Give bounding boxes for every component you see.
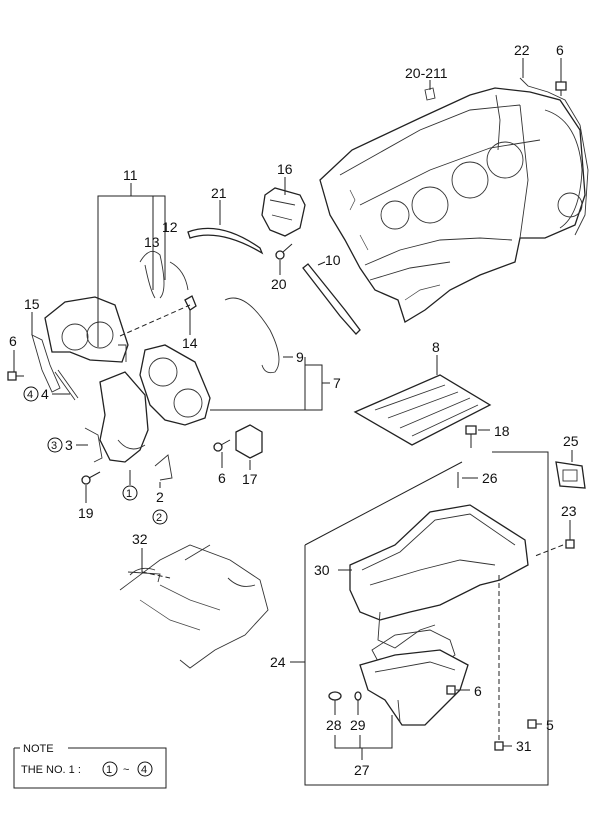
callout-20: 20 bbox=[271, 276, 287, 292]
gasket-15 bbox=[31, 334, 61, 393]
callout-3: 3 bbox=[65, 437, 73, 453]
callout-29: 29 bbox=[350, 717, 366, 733]
belt-13 bbox=[139, 250, 165, 299]
callout-23: 23 bbox=[561, 503, 577, 519]
gasket-22 bbox=[519, 77, 589, 236]
note-box: NOTE THE NO. 1 : 1 ~ 4 bbox=[13, 743, 167, 789]
bolt-31 bbox=[494, 741, 504, 751]
note-text: THE NO. 1 : bbox=[21, 764, 81, 776]
bolt-20 bbox=[275, 243, 293, 260]
circled-3: 3 bbox=[47, 437, 63, 453]
belt-9 bbox=[224, 297, 280, 374]
rod-4 bbox=[54, 369, 79, 401]
callout-24: 24 bbox=[270, 654, 286, 670]
callout-30: 30 bbox=[314, 562, 330, 578]
callout-12: 12 bbox=[162, 219, 178, 235]
baffle-plate-8 bbox=[353, 374, 492, 446]
callout-20-211: 20-211 bbox=[405, 65, 448, 81]
clip-14 bbox=[184, 295, 197, 311]
bolt-6-left bbox=[7, 371, 24, 381]
callout-27: 27 bbox=[354, 762, 370, 778]
crankcase-section-32 bbox=[119, 544, 269, 669]
note-range-sep: ~ bbox=[123, 764, 129, 776]
callout-7: 7 bbox=[333, 375, 341, 391]
washer-29 bbox=[354, 691, 362, 701]
svg-text:4: 4 bbox=[141, 764, 147, 776]
callout-22: 22 bbox=[514, 42, 530, 58]
callout-26: 26 bbox=[482, 470, 498, 486]
callout-9: 9 bbox=[296, 349, 304, 365]
callout-32: 32 bbox=[132, 531, 148, 547]
svg-text:1: 1 bbox=[106, 764, 112, 776]
callout-2: 2 bbox=[156, 489, 164, 505]
upper-oil-pan-30 bbox=[349, 504, 529, 649]
leader-lines bbox=[13, 58, 573, 760]
callout-14: 14 bbox=[182, 335, 198, 351]
bolt-6-top bbox=[555, 81, 567, 96]
seal-3 bbox=[84, 427, 103, 463]
bolt-19 bbox=[81, 471, 101, 485]
drain-plug-28 bbox=[328, 691, 342, 701]
callout-6: 6 bbox=[218, 470, 226, 486]
callout-6: 6 bbox=[474, 683, 482, 699]
callout-11: 11 bbox=[123, 167, 138, 183]
callout-28: 28 bbox=[326, 717, 342, 733]
callout-15: 15 bbox=[24, 296, 40, 312]
svg-text:3: 3 bbox=[51, 440, 57, 452]
circled-callouts: 4 3 1 2 bbox=[23, 386, 168, 525]
callout-25: 25 bbox=[563, 433, 579, 449]
engine-block bbox=[319, 87, 586, 323]
callout-17: 17 bbox=[242, 471, 258, 487]
cover-plate-25 bbox=[555, 461, 586, 489]
callout-21: 21 bbox=[211, 185, 227, 201]
bracket-17 bbox=[235, 424, 263, 459]
callout-13: 13 bbox=[144, 234, 160, 250]
svg-text:1: 1 bbox=[126, 488, 132, 500]
callout-31: 31 bbox=[516, 738, 532, 754]
callout-6: 6 bbox=[556, 42, 564, 58]
circled-1: 1 bbox=[122, 485, 138, 501]
middle-timing-cover bbox=[99, 371, 149, 463]
callout-labels: 22 6 20-211 16 11 21 12 13 10 20 15 14 6… bbox=[9, 42, 579, 778]
note-title: NOTE bbox=[23, 743, 54, 755]
circled-4: 4 bbox=[23, 386, 39, 402]
oil-pan-group-frame bbox=[304, 451, 549, 786]
callout-4: 4 bbox=[41, 386, 49, 402]
callout-5: 5 bbox=[546, 717, 554, 733]
lower-timing-cover-7 bbox=[139, 344, 211, 426]
callout-6: 6 bbox=[9, 333, 17, 349]
bolt-5 bbox=[527, 719, 537, 729]
bolt-6-mid bbox=[213, 439, 231, 452]
note-range-end: 4 bbox=[137, 761, 153, 777]
seal-2 bbox=[154, 454, 173, 481]
circled-2: 2 bbox=[152, 509, 168, 525]
bolt-23 bbox=[565, 539, 575, 549]
callout-18: 18 bbox=[494, 423, 510, 439]
lower-oil-pan-27 bbox=[359, 649, 469, 726]
bolt-6-pan bbox=[446, 685, 456, 695]
upper-timing-cover-11 bbox=[44, 296, 129, 363]
svg-text:4: 4 bbox=[27, 389, 33, 401]
svg-text:2: 2 bbox=[156, 512, 162, 524]
callout-10: 10 bbox=[325, 252, 341, 268]
note-range-start: 1 bbox=[102, 761, 118, 777]
bolt-18 bbox=[465, 425, 477, 448]
chain-guide-10 bbox=[302, 263, 361, 335]
timing-rail-21 bbox=[187, 227, 264, 255]
callout-8: 8 bbox=[432, 339, 440, 355]
callout-19: 19 bbox=[78, 505, 94, 521]
bracket-16 bbox=[261, 187, 306, 237]
callout-16: 16 bbox=[277, 161, 293, 177]
